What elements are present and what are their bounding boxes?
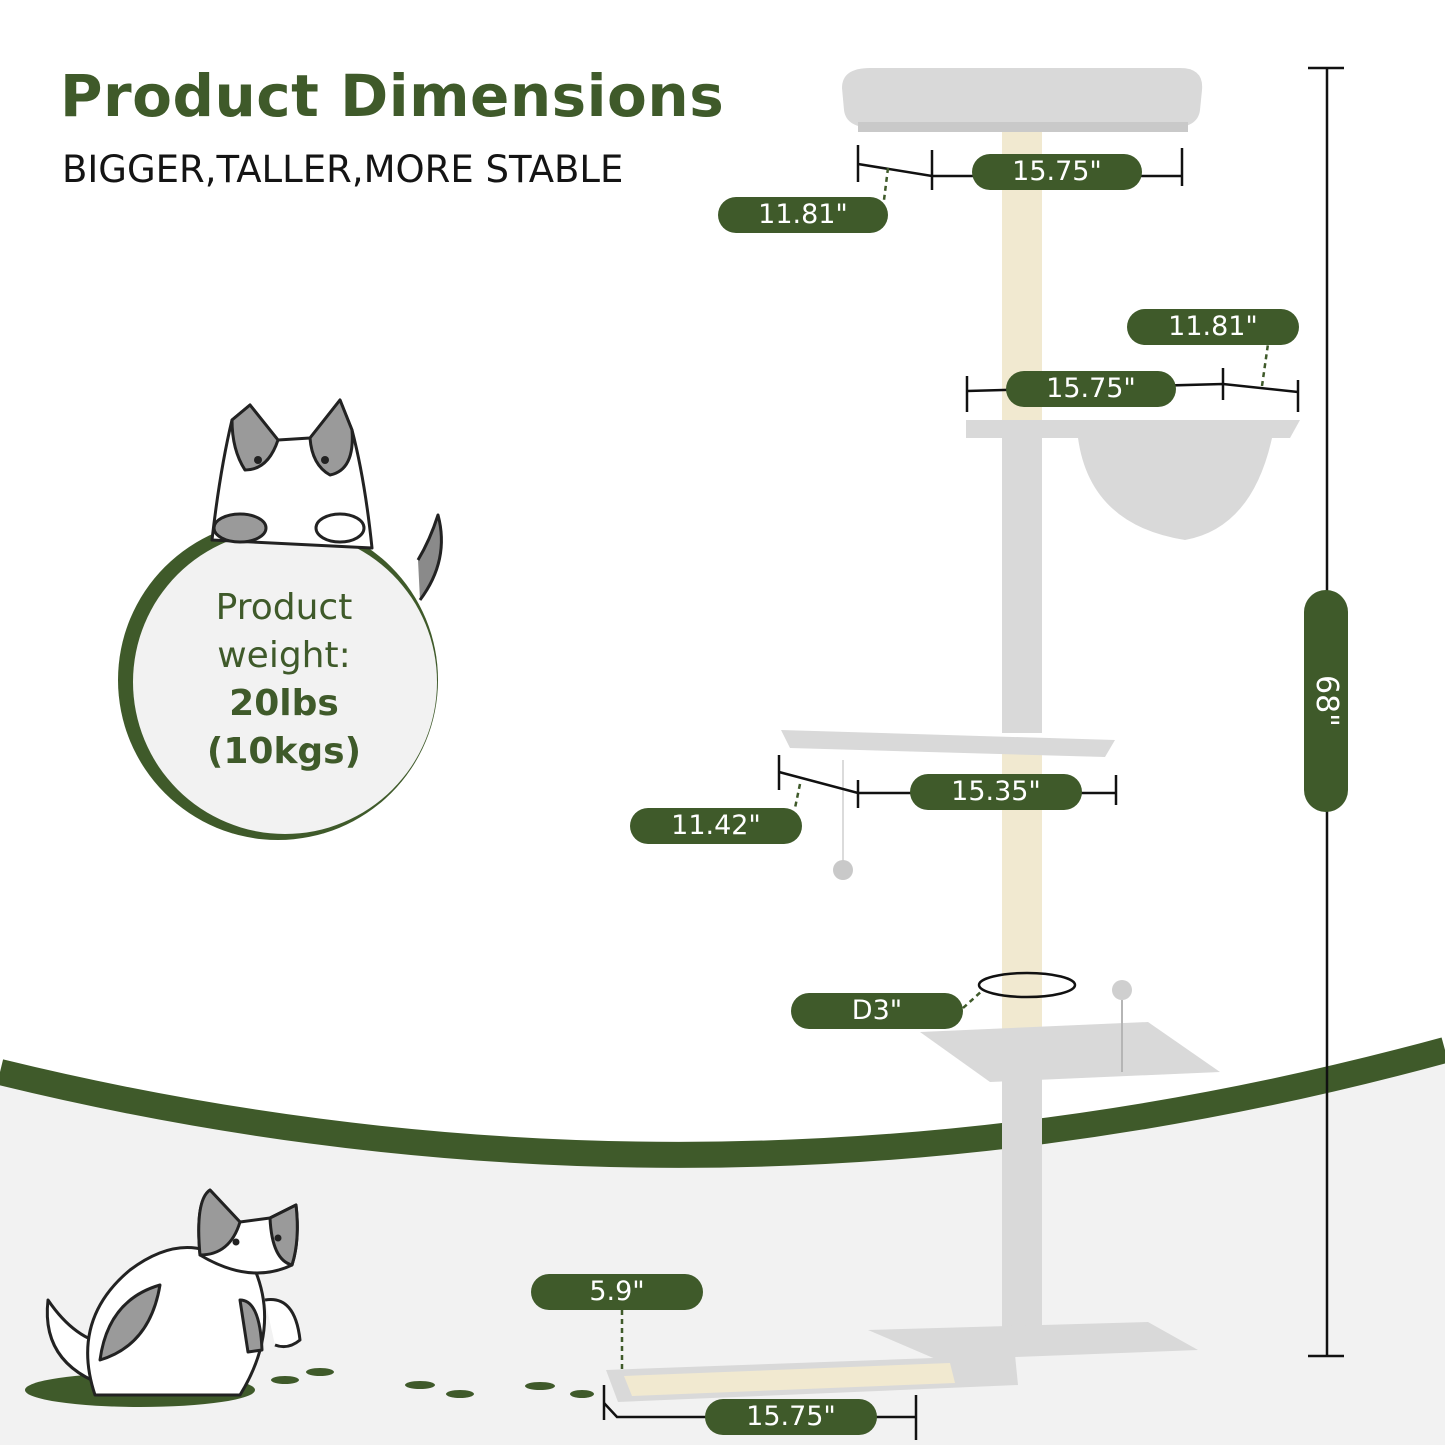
lower-platform [920,1022,1220,1082]
peeking-cat-illustration [210,398,443,601]
top-perch-width-label: 15.75" [972,154,1142,190]
product-weight-badge: Product weight: 20lbs (10kgs) [164,584,404,776]
green-wave [0,1037,1445,1168]
weight-label-line1: Product [215,587,353,628]
middle-platform-width-label: 15.35" [910,774,1082,810]
sitting-cat-illustration [45,1188,302,1397]
middle-platform-depth-label: 11.42" [630,808,802,844]
spring-pompom [1112,980,1132,1000]
post-diameter-label: D3" [791,993,963,1029]
weight-value-kgs: (10kgs) [206,731,362,772]
hammock-width-label: 15.75" [1006,371,1176,407]
weight-value-lbs: 20lbs [229,683,339,724]
post-diameter-ring [977,971,1077,999]
page-subtitle: BIGGER,TALLER,MORE STABLE [62,148,624,191]
hammock [1078,438,1272,540]
scratch-board-width-label: 5.9" [531,1274,703,1310]
middle-platform [781,730,1115,757]
weight-label-line2: weight: [217,635,351,676]
hammock-depth-label: 11.81" [1127,309,1299,345]
scratch-board-length-label: 15.75" [705,1399,877,1435]
total-height-label: 68" [1304,590,1348,812]
weight-circle [133,530,437,834]
base-plate [868,1322,1198,1360]
top-perch [842,68,1203,128]
paw-prints [271,1368,594,1398]
total-height-value: 68" [1309,675,1344,727]
top-perch-depth-label: 11.81" [718,197,888,233]
upper-plush-post [1002,428,1042,733]
page-title: Product Dimensions [60,62,725,130]
hanging-pompom [833,860,853,880]
hammock-platform [966,420,1300,438]
lower-plush-post [1002,1075,1042,1345]
